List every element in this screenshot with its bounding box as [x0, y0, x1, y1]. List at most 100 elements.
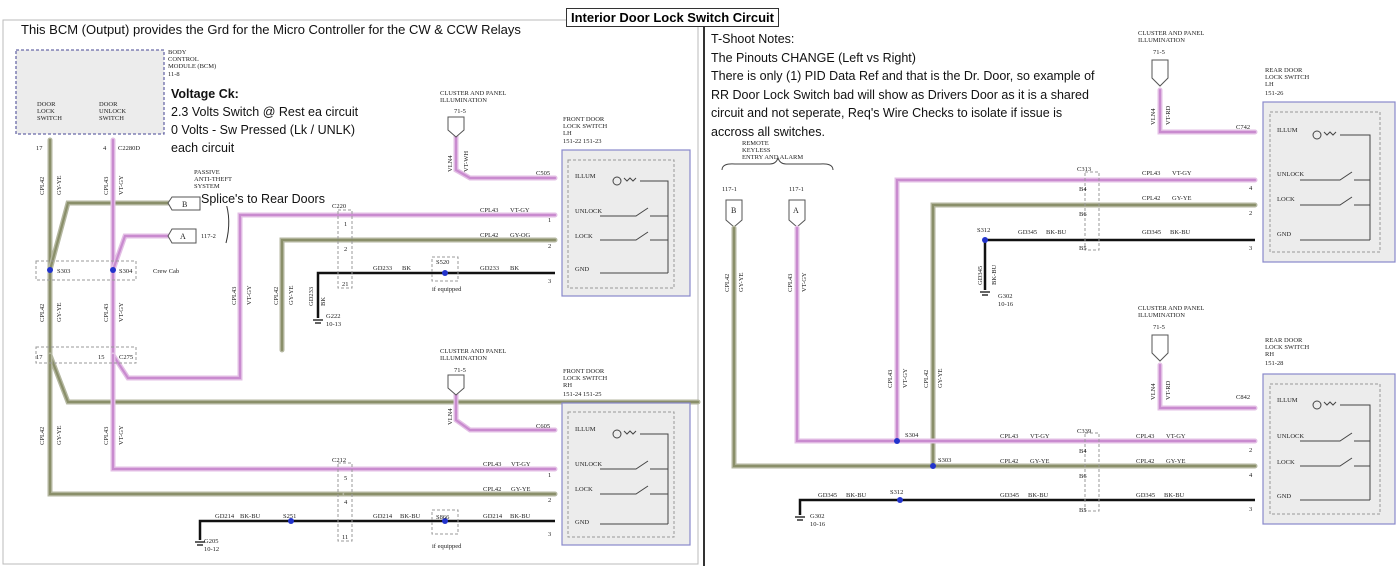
h-gd233-b: GD233 [480, 265, 499, 272]
front-lh-box [561, 149, 691, 297]
pin-1-c220: 1 [344, 221, 347, 228]
front-lh-ref: 151-22 151-23 [563, 138, 601, 145]
h-bkbu-c: BK-BU [510, 513, 531, 520]
voltage-line-2: 2.3 Volts Switch @ Rest ea circuit [171, 105, 359, 119]
ground-g302-a: G302 [998, 293, 1012, 300]
tshoot-line-3: There is only (1) PID Data Ref and that … [711, 69, 1095, 83]
bcm-lock-label-1: DOOR [37, 101, 56, 108]
h-gd214-c: GD214 [483, 513, 503, 520]
r-label-vtrd-rh: VT-RD [1165, 380, 1172, 400]
splice-s866-dot [442, 518, 448, 524]
rh-vtgy-b: VT-GY [1030, 433, 1050, 440]
bcm-pin-lock: 17 [36, 145, 43, 152]
s866-equipped: if equipped [432, 543, 462, 550]
rear-lh-lock: LOCK [1277, 196, 1295, 203]
front-lh-name-1: FRONT DOOR [563, 116, 605, 123]
r-label-vtgy-a: VT-GY [801, 272, 808, 292]
splice-s251-dot [288, 518, 294, 524]
tshoot-line-2: The Pinouts CHANGE (Left vs Right) [711, 50, 916, 65]
front-rh-ref: 151-24 151-25 [563, 391, 601, 398]
c212-box [337, 462, 353, 542]
ground-g205-ref: 10-12 [204, 546, 219, 553]
pin-11-c212: 11 [342, 534, 348, 541]
label-cpl43-d: CPL43 [231, 287, 238, 305]
r-label-gyye-a: GY-YE [738, 272, 745, 292]
rear-rh-name-2: LOCK SWITCH [1265, 344, 1310, 351]
c339-box [1084, 432, 1100, 512]
rh-cpl42-a: CPL42 [1142, 195, 1160, 202]
c220-box [337, 209, 353, 289]
r-label-gyye-b: GY-YE [937, 368, 944, 388]
right-violet-wires [794, 87, 1258, 444]
connector-c275: C275 [119, 354, 133, 361]
r-label-vlnh-lh: VLN4 [1150, 108, 1157, 125]
bcm-box [15, 49, 165, 135]
h-cpl43-rh: CPL43 [483, 461, 501, 468]
rkes-ref-2: 117-1 [789, 186, 804, 193]
r-splice-s312-b-dot [897, 497, 903, 503]
connector-c339: C339 [1077, 428, 1091, 435]
r-illum-lh-connector [1151, 59, 1169, 87]
bcm-name-3: MODULE (BCM) [168, 63, 216, 70]
r-splice-s312-b: S312 [890, 489, 903, 496]
r-illum-lh-1: CLUSTER AND PANEL [1138, 30, 1204, 37]
c313-box [1084, 171, 1100, 251]
front-lh-lock: LOCK [575, 233, 593, 240]
connector-c505: C505 [536, 170, 550, 177]
rear-rh-unlock: UNLOCK [1277, 433, 1304, 440]
front-rh-pin3: 3 [548, 531, 551, 538]
label-cpl42-b: CPL42 [39, 304, 46, 322]
connector-c605: C605 [536, 423, 550, 430]
rh-vtgy-a: VT-GY [1172, 170, 1192, 177]
rh-bkbu-c: BK-BU [846, 492, 867, 499]
label-gd233-v: GD233 [308, 287, 315, 306]
rear-rh-box [1262, 373, 1396, 525]
r-illum-lh-2: ILLUMINATION [1138, 37, 1185, 44]
splice-note: Splice's to Rear Doors [201, 192, 325, 206]
c339-b4: B4 [1079, 448, 1087, 455]
rh-cpl43-b: CPL43 [1000, 433, 1018, 440]
illum-rh-2: ILLUMINATION [440, 355, 487, 362]
rear-lh-pin2: 2 [1249, 210, 1252, 217]
pin-17-c275: 17 [36, 354, 43, 361]
r-illum-lh-ref: 71-5 [1153, 49, 1165, 56]
illum-lh-connector [447, 116, 465, 138]
ground-g222: G222 [326, 313, 340, 320]
connector-c212: C212 [332, 457, 346, 464]
r-splice-s304-dot [894, 438, 900, 444]
r-illum-rh-ref: 71-5 [1153, 324, 1165, 331]
connector-c742: C742 [1236, 124, 1250, 131]
r-label-vlnh-rh: VLN4 [1150, 383, 1157, 400]
front-lh-pin3: 3 [548, 278, 551, 285]
splice-s866: S866 [436, 514, 450, 521]
ground-g302-b: G302 [810, 513, 824, 520]
illum-lh-ref: 71-5 [454, 108, 466, 115]
front-lh-pin1: 1 [548, 217, 551, 224]
voltage-line-3: 0 Volts - Sw Pressed (Lk / UNLK) [171, 123, 356, 137]
rear-lh-unlock: UNLOCK [1277, 171, 1304, 178]
crew-cab-label: Crew Cab [153, 268, 179, 275]
pin-4-c212: 4 [344, 499, 348, 506]
h-bk-b: BK [510, 265, 519, 272]
splice-s303-dot [47, 267, 53, 273]
left-b-marker [167, 196, 201, 211]
rh-gd345-a: GD345 [1018, 229, 1037, 236]
left-a-marker [167, 228, 197, 244]
tshoot-line-1: T-Shoot Notes: [711, 32, 795, 46]
front-rh-gnd: GND [575, 519, 589, 526]
front-rh-name-2: LOCK SWITCH [563, 375, 608, 382]
front-rh-box [561, 402, 691, 546]
ground-g302-a-ref: 10-16 [998, 301, 1014, 308]
r-splice-s303-dot [930, 463, 936, 469]
h-vtgy-rh: VT-GY [511, 461, 531, 468]
rkes-label-3: ENTRY AND ALARM [742, 154, 803, 161]
r-label-bkbu: BK-BU [991, 264, 998, 285]
bcm-ref: 11-8 [168, 71, 180, 78]
bcm-name-2: CONTROL [168, 56, 199, 63]
rear-lh-name-1: REAR DOOR [1265, 67, 1303, 74]
label-vtgy-a: VT-GY [118, 175, 125, 195]
h-gd214-a: GD214 [215, 513, 235, 520]
ground-g302-b-ref: 10-16 [810, 521, 826, 528]
h-gyog-lh: GY-OG [510, 232, 531, 239]
bcm-pin-unlock: 4 [103, 145, 107, 152]
